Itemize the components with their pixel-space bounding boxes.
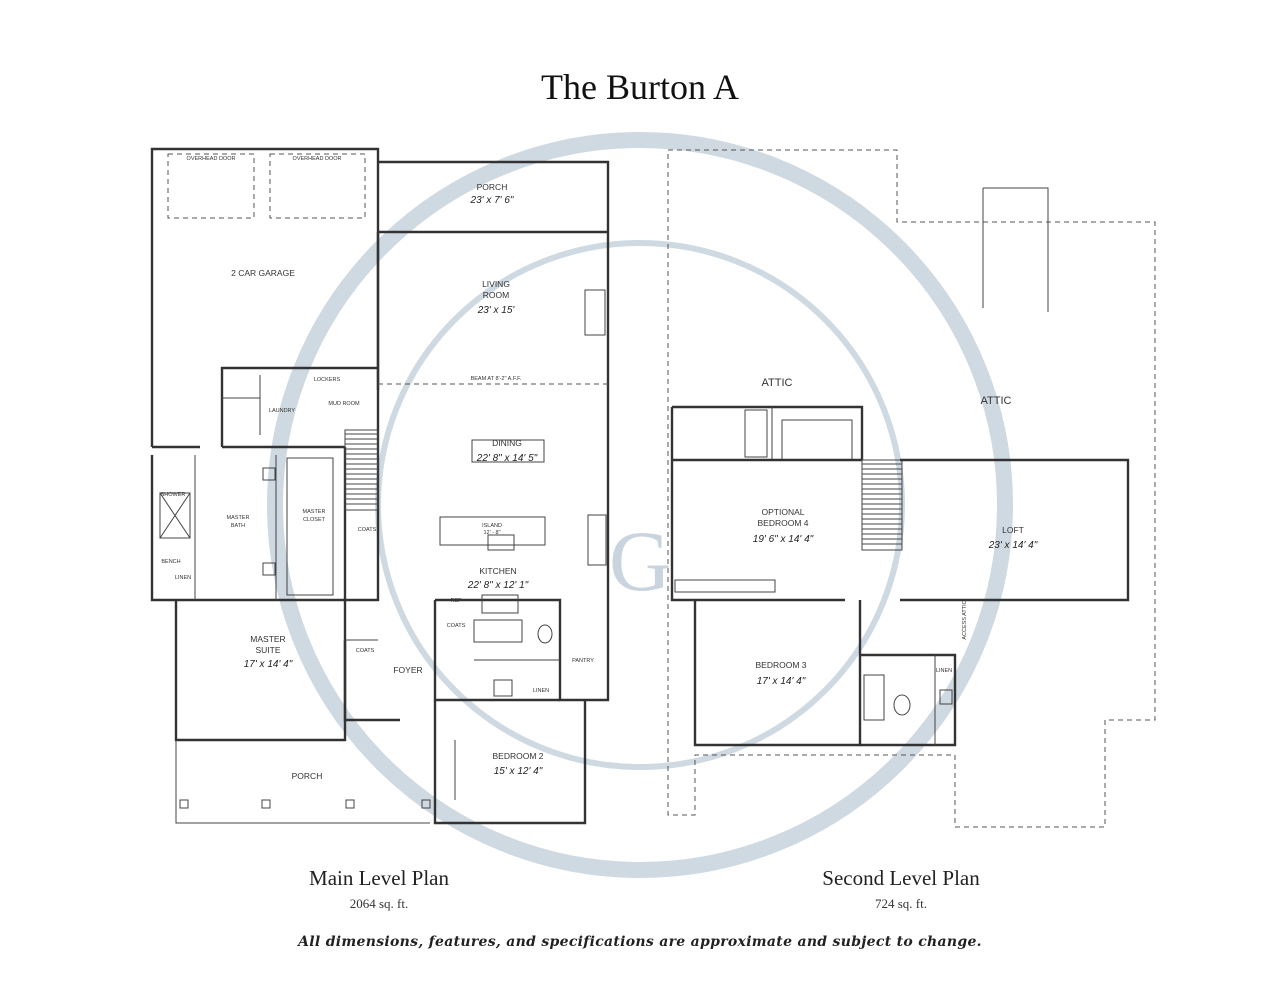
bedroom-4-dimension: 19' 6" x 14' 4" [753, 534, 814, 545]
upper-stair [862, 463, 902, 545]
dining-label: DINING [492, 438, 522, 448]
master-suite-dimension: 17' x 14' 4" [244, 659, 293, 670]
lockers-label: LOCKERS [314, 377, 341, 383]
master-suite-label: MASTER [250, 634, 285, 644]
overhead-door-label-2: OVERHEAD DOOR [293, 156, 342, 162]
rear-porch-dimension: 23' x 7' 6" [470, 195, 514, 206]
coats-label-3: COATS [356, 648, 375, 654]
linen-label-2: LINEN [533, 688, 549, 694]
linen-label-upper: LINEN [936, 668, 952, 674]
front-porch-label: PORCH [292, 771, 323, 781]
main-level-area: 2064 sq. ft. [349, 896, 409, 911]
bedroom-2-dimension: 15' x 12' 4" [494, 766, 543, 777]
island-label: ISLAND [482, 523, 502, 529]
master-bath-label-2: BATH [231, 523, 245, 529]
second-level-title: Second Level Plan [822, 866, 980, 890]
main-level-title: Main Level Plan [309, 866, 449, 890]
attic-label-1: ATTIC [762, 377, 793, 389]
pantry-label: PANTRY [572, 658, 594, 664]
shower-label: SHOWER [161, 492, 186, 498]
optional-label: OPTIONAL [762, 507, 805, 517]
living-room-dimension: 23' x 15' [477, 305, 516, 316]
coats-label-2: COATS [447, 623, 466, 629]
plan-title: The Burton A [541, 67, 739, 107]
linen-label-1: LINEN [175, 575, 191, 581]
ref-label: REF [451, 598, 463, 604]
main-level-walls [150, 147, 610, 825]
island-dimension: 12' - 8" [483, 530, 500, 536]
garage-label: 2 CAR GARAGE [231, 268, 295, 278]
bench-label: BENCH [161, 559, 180, 565]
laundry-label: LAUNDRY [269, 408, 296, 414]
rear-porch-label: PORCH [477, 182, 508, 192]
watermark-seal: G [267, 132, 1013, 878]
second-level-walls [667, 149, 1156, 828]
mud-room-label: MUD ROOM [328, 401, 360, 407]
watermark-monogram: G [609, 513, 671, 609]
dining-dimension: 22' 8" x 14' 5" [476, 453, 538, 464]
attic-label-2: ATTIC [981, 395, 1012, 407]
kitchen-dimension: 22' 8" x 12' 1" [467, 580, 529, 591]
beam-note: BEAM AT 8'-2" A.F.F. [471, 376, 522, 382]
bedroom-2-label: BEDROOM 2 [492, 751, 543, 761]
main-stair [345, 433, 378, 505]
master-closet-label: MASTER [303, 509, 326, 515]
living-room-label-2: ROOM [483, 290, 509, 300]
foyer-label: FOYER [393, 665, 422, 675]
bedroom-3-dimension: 17' x 14' 4" [757, 676, 806, 687]
bedroom-4-label: BEDROOM 4 [757, 518, 808, 528]
master-closet-label-2: CLOSET [303, 517, 326, 523]
loft-label: LOFT [1002, 525, 1024, 535]
coats-label-1: COATS [358, 527, 377, 533]
second-level-area: 724 sq. ft. [875, 896, 927, 911]
master-bath-label: MASTER [227, 515, 250, 521]
loft-dimension: 23' x 14' 4" [988, 540, 1038, 551]
kitchen-label: KITCHEN [479, 566, 516, 576]
overhead-door-label-1: OVERHEAD DOOR [187, 156, 236, 162]
bedroom-3-label: BEDROOM 3 [755, 660, 806, 670]
master-suite-label-2: SUITE [255, 645, 280, 655]
access-attic-label: ACCESS ATTIC [962, 600, 968, 639]
disclaimer: All dimensions, features, and specificat… [298, 934, 982, 950]
living-room-label: LIVING [482, 279, 510, 289]
